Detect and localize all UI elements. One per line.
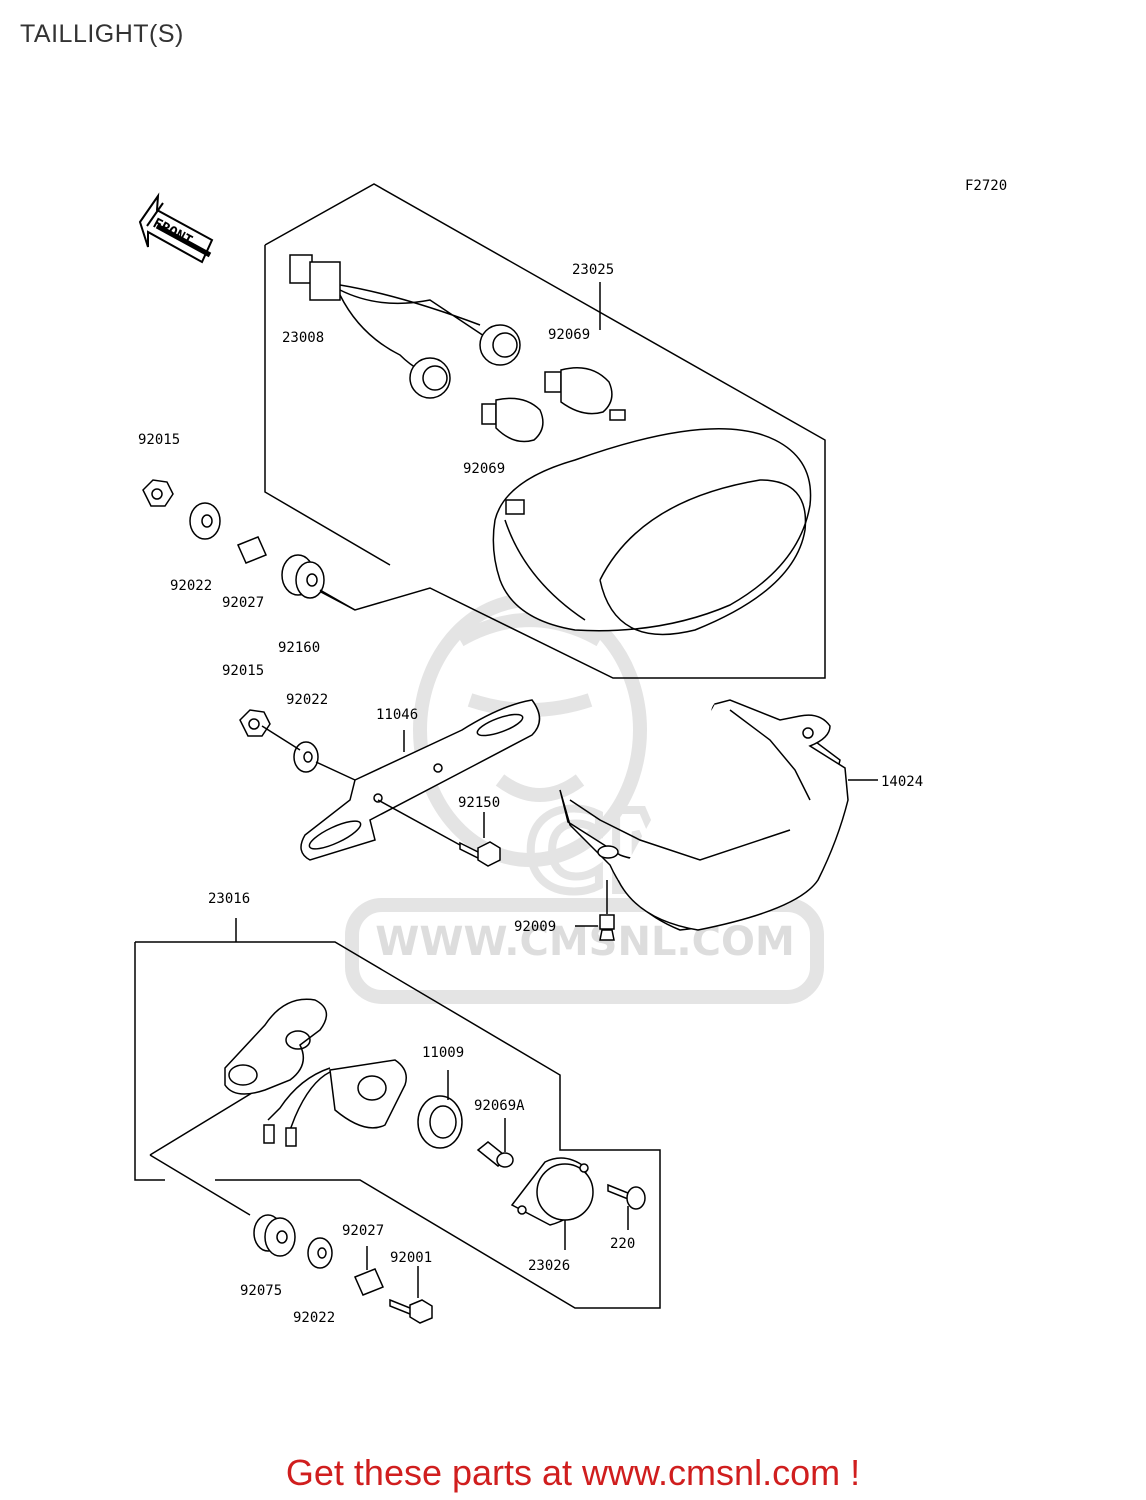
grommet-92075 (253, 1214, 296, 1257)
license-light-frame (134, 918, 661, 1309)
figure-code: F2720 (965, 178, 1007, 194)
page-title: TAILLIGHT(S) (20, 20, 184, 48)
front-arrow: FRONT (138, 192, 214, 264)
part-label-92022: 92022 (286, 692, 328, 708)
bracket-11046 (300, 699, 541, 861)
part-label-11046: 11046 (376, 707, 418, 723)
taillight-assembly-frame (264, 183, 826, 679)
socket-23016 (263, 1059, 407, 1147)
taillight-lens (492, 409, 812, 636)
washer-92022-middle (293, 741, 319, 773)
screw-92009 (599, 914, 615, 941)
part-label-92022: 92022 (170, 578, 212, 594)
collar-92027-upper (236, 536, 268, 564)
rear-cover-14024 (559, 699, 849, 931)
collar-92027-lower (353, 1268, 385, 1296)
screw-220 (607, 1183, 646, 1210)
leader-grommet (319, 589, 356, 611)
part-label-92160: 92160 (278, 640, 320, 656)
gasket-11009 (417, 1095, 463, 1149)
part-label-92015: 92015 (222, 663, 264, 679)
part-label-92001: 92001 (390, 1250, 432, 1266)
bolt-92001 (389, 1298, 433, 1324)
part-label-92027: 92027 (342, 1223, 384, 1239)
bolt-92150 (459, 841, 501, 867)
wiring-harness-23008 (289, 254, 521, 399)
grommet-92160 (281, 554, 325, 599)
part-label-23016: 23016 (208, 891, 250, 907)
part-label-23025: 23025 (572, 262, 614, 278)
part-label-220: 220 (610, 1236, 635, 1252)
nut-92015-lower (239, 709, 271, 737)
part-label-23008: 23008 (282, 330, 324, 346)
part-label-92075: 92075 (240, 1283, 282, 1299)
footer-link[interactable]: Get these parts at www.cmsnl.com ! (285, 1452, 861, 1493)
part-label-14024: 14024 (881, 774, 923, 790)
license-bracket (224, 998, 328, 1095)
lens-23026 (510, 1157, 594, 1226)
bulb-92069A (476, 1141, 514, 1168)
part-label-92009: 92009 (514, 919, 556, 935)
part-label-23026: 23026 (528, 1258, 570, 1274)
washer-92022-lower (307, 1237, 333, 1269)
bulb-92069-b (481, 397, 544, 443)
nut-92015-upper (142, 479, 174, 507)
part-label-92069: 92069 (463, 461, 505, 477)
part-label-92027: 92027 (222, 595, 264, 611)
part-label-92069: 92069 (548, 327, 590, 343)
bulb-92069-a (544, 367, 613, 415)
part-label-11009: 11009 (422, 1045, 464, 1061)
washer-92022-upper (189, 502, 221, 540)
part-label-92015: 92015 (138, 432, 180, 448)
part-label-92150: 92150 (458, 795, 500, 811)
part-label-92069A: 92069A (474, 1098, 525, 1114)
part-label-92022: 92022 (293, 1310, 335, 1326)
